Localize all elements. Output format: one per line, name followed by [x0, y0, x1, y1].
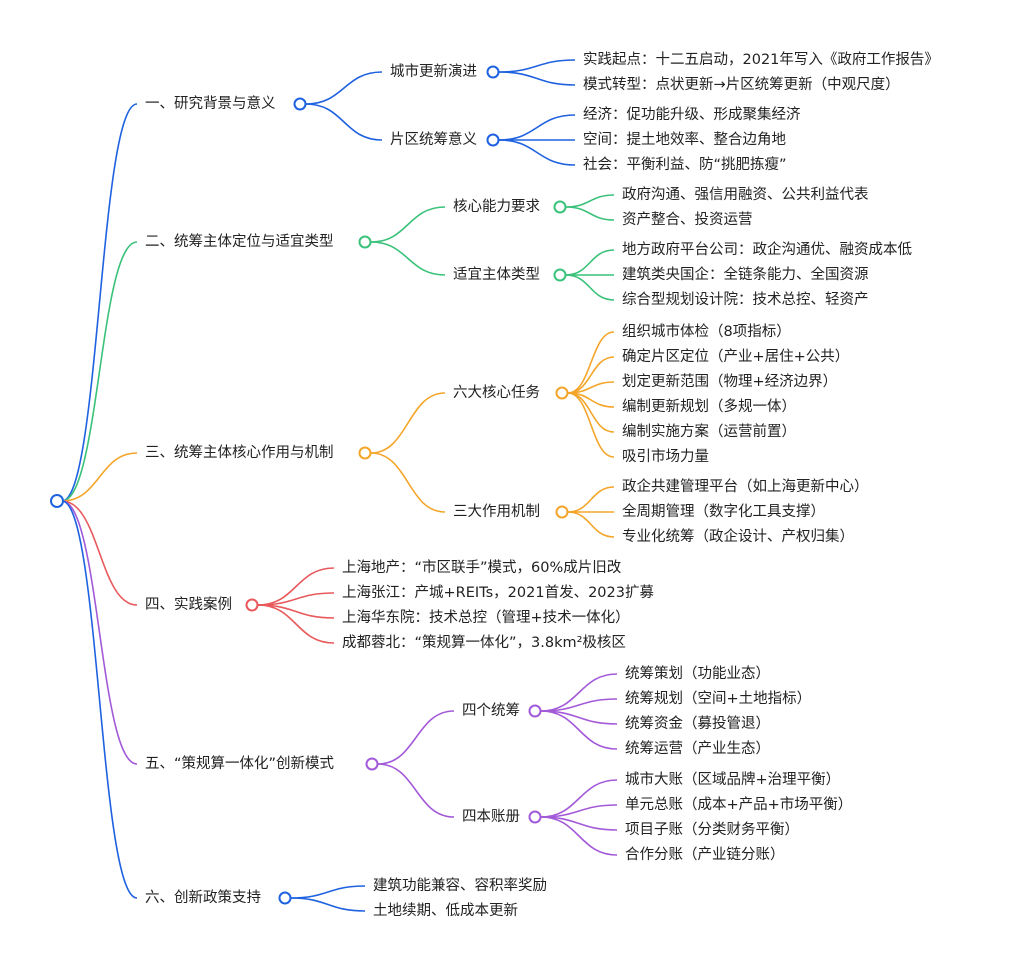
- collapse-toggle[interactable]: [358, 446, 372, 460]
- leaf-node[interactable]: 统筹运营（产业生态）: [625, 741, 770, 757]
- collapse-toggle[interactable]: [245, 598, 259, 612]
- collapse-toggle[interactable]: [293, 97, 307, 111]
- collapse-toggle[interactable]: [528, 810, 542, 824]
- branch-node[interactable]: 六、创新政策支持: [145, 890, 261, 906]
- connector-line: [565, 274, 615, 301]
- leaf-node[interactable]: 单元总账（成本+产品+市场平衡）: [625, 797, 853, 813]
- leaf-node[interactable]: 全周期管理（数字化工具支撑）: [622, 504, 825, 520]
- leaf-node[interactable]: 组织城市体检（8项指标）: [622, 324, 791, 340]
- collapse-toggle[interactable]: [486, 133, 500, 147]
- connector-line: [567, 486, 615, 513]
- leaf-node[interactable]: 城市大账（区域品牌+治理平衡）: [625, 772, 841, 788]
- leaf-node[interactable]: 上海张江：产城+REITs，2021首发、2023扩募: [342, 585, 654, 601]
- branch-node[interactable]: 四、实践案例: [145, 597, 232, 613]
- connector-line: [370, 452, 446, 513]
- sub-branch-node[interactable]: 城市更新演进: [390, 64, 477, 80]
- connector-line: [370, 206, 446, 243]
- leaf-node[interactable]: 划定更新范围（物理+经济边界）: [622, 374, 838, 390]
- connector-line: [567, 331, 615, 394]
- leaf-node[interactable]: 政府沟通、强信用融资、公共利益代表: [622, 187, 869, 203]
- collapse-toggle[interactable]: [278, 891, 292, 905]
- leaf-node[interactable]: 合作分账（产业链分账）: [625, 847, 785, 863]
- connector-line: [377, 763, 455, 818]
- leaf-node[interactable]: 建筑类央国企：全链条能力、全国资源: [622, 267, 869, 283]
- leaf-node[interactable]: 空间：提土地效率、整合边角地: [583, 132, 786, 148]
- collapse-toggle[interactable]: [365, 757, 379, 771]
- leaf-node[interactable]: 统筹策划（功能业态）: [625, 666, 770, 682]
- leaf-node[interactable]: 土地续期、低成本更新: [373, 903, 518, 919]
- leaf-node[interactable]: 地方政府平台公司：政企沟通优、融资成本低: [622, 242, 912, 258]
- connector-line: [61, 500, 138, 899]
- leaf-node[interactable]: 资产整合、投资运营: [622, 212, 753, 228]
- sub-branch-node[interactable]: 核心能力要求: [453, 199, 540, 215]
- leaf-node[interactable]: 专业化统筹（政企设计、产权归集）: [622, 529, 854, 545]
- connector-line: [305, 103, 383, 141]
- collapse-toggle[interactable]: [553, 200, 567, 214]
- connector-line: [565, 194, 615, 208]
- connector-line: [540, 673, 618, 712]
- connector-line: [61, 103, 138, 502]
- connector-line: [377, 710, 455, 765]
- branch-node[interactable]: 二、统筹主体定位与适宜类型: [145, 234, 334, 250]
- connector-line: [567, 511, 615, 538]
- leaf-node[interactable]: 编制实施方案（运营前置）: [622, 424, 796, 440]
- connector-line: [61, 452, 138, 502]
- collapse-toggle[interactable]: [358, 235, 372, 249]
- connector-line: [540, 816, 618, 856]
- root-node[interactable]: [50, 494, 64, 508]
- branch-node[interactable]: 三、统筹主体核心作用与机制: [145, 445, 334, 461]
- collapse-toggle[interactable]: [555, 505, 569, 519]
- connector-line: [257, 567, 335, 606]
- leaf-node[interactable]: 项目子账（分类财务平衡）: [625, 822, 799, 838]
- leaf-node[interactable]: 建筑功能兼容、容积率奖励: [373, 878, 547, 894]
- connector-line: [290, 897, 366, 912]
- leaf-node[interactable]: 上海地产：“市区联手”模式，60%成片旧改: [342, 560, 622, 576]
- connector-line: [567, 392, 615, 458]
- leaf-node[interactable]: 实践起点：十二五启动，2021年写入《政府工作报告》: [583, 52, 939, 68]
- collapse-toggle[interactable]: [555, 386, 569, 400]
- collapse-toggle[interactable]: [486, 65, 500, 79]
- connector-line: [257, 604, 335, 644]
- connector-line: [565, 206, 615, 221]
- sub-branch-node[interactable]: 四个统筹: [462, 703, 520, 719]
- leaf-node[interactable]: 政企共建管理平台（如上海更新中心）: [622, 479, 869, 495]
- connector-line: [61, 500, 138, 765]
- leaf-node[interactable]: 上海华东院：技术总控（管理+技术一体化）: [342, 610, 630, 626]
- branch-node[interactable]: 一、研究背景与意义: [145, 96, 276, 112]
- connector-line: [540, 710, 618, 750]
- leaf-node[interactable]: 确定片区定位（产业+居住+公共）: [622, 349, 850, 365]
- leaf-node[interactable]: 吸引市场力量: [622, 449, 709, 465]
- sub-branch-node[interactable]: 四本账册: [462, 809, 520, 825]
- connector-line: [370, 392, 446, 454]
- connector-line: [498, 71, 576, 86]
- connector-line: [305, 71, 383, 105]
- leaf-node[interactable]: 统筹资金（募投管退）: [625, 716, 770, 732]
- connector-line: [498, 59, 576, 73]
- collapse-toggle[interactable]: [528, 704, 542, 718]
- leaf-node[interactable]: 统筹规划（空间+土地指标）: [625, 691, 812, 707]
- connector-line: [370, 241, 446, 276]
- sub-branch-node[interactable]: 适宜主体类型: [453, 267, 540, 283]
- leaf-node[interactable]: 模式转型：点状更新→片区统筹更新（中观尺度）: [583, 77, 900, 93]
- connector-line: [290, 885, 366, 899]
- sub-branch-node[interactable]: 三大作用机制: [453, 504, 540, 520]
- connector-line: [61, 241, 138, 502]
- connector-line: [61, 500, 138, 606]
- connector-line: [498, 114, 576, 141]
- connector-line: [565, 249, 615, 276]
- leaf-node[interactable]: 经济：促功能升级、形成聚集经济: [583, 107, 801, 123]
- sub-branch-node[interactable]: 六大核心任务: [453, 385, 540, 401]
- connector-line: [540, 779, 618, 818]
- sub-branch-node[interactable]: 片区统筹意义: [390, 132, 477, 148]
- branch-node[interactable]: 五、“策规算一体化”创新模式: [145, 756, 335, 772]
- leaf-node[interactable]: 成都蓉北：“策规算一体化”，3.8km²极核区: [342, 635, 626, 651]
- leaf-node[interactable]: 综合型规划设计院：技术总控、轻资产: [622, 292, 869, 308]
- leaf-node[interactable]: 社会：平衡利益、防“挑肥拣瘦”: [583, 157, 787, 173]
- connector-line: [498, 139, 576, 166]
- leaf-node[interactable]: 编制更新规划（多规一体）: [622, 399, 796, 415]
- collapse-toggle[interactable]: [553, 268, 567, 282]
